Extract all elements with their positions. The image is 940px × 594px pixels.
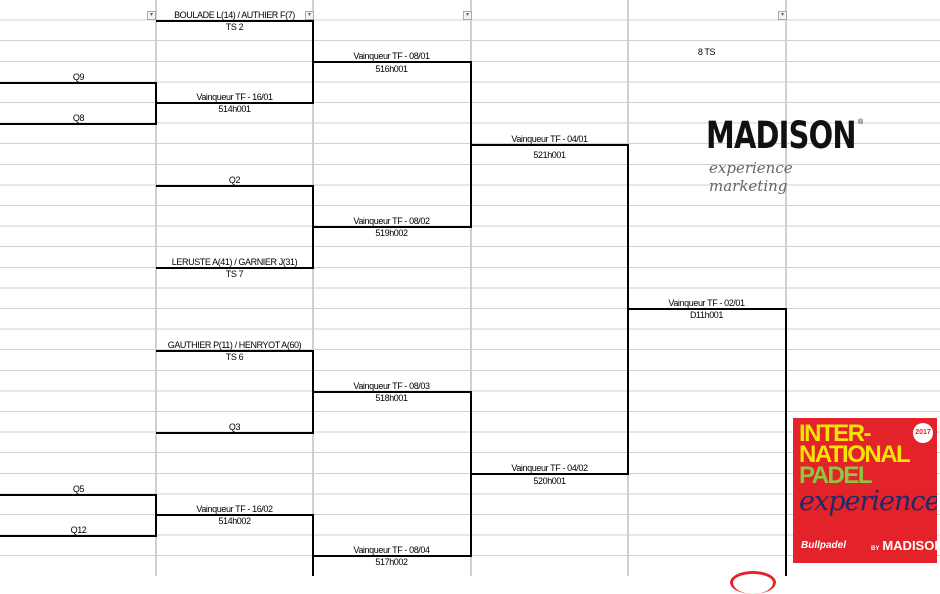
match-code[interactable]: D11h001 [689, 310, 724, 320]
bracket-line [313, 555, 472, 557]
match-code[interactable]: 517h002 [375, 557, 408, 567]
filter-dropdown-button[interactable]: ▾ [463, 11, 472, 20]
madison-logo: MADISON ® experience marketing [706, 113, 863, 195]
bracket-connector [312, 20, 314, 104]
bracket-connector [155, 82, 157, 125]
madison-tagline: experience marketing [709, 159, 793, 195]
team-label[interactable]: Q12 [70, 525, 87, 535]
ipe-line2: NATIONAL [799, 441, 911, 468]
year-badge: 2017 [913, 423, 933, 443]
bracket-line [0, 535, 157, 537]
bracket-line [0, 82, 157, 84]
madison-label: MADISON [882, 538, 937, 553]
bracket-connector [312, 514, 314, 576]
team-label[interactable]: Q9 [72, 72, 85, 82]
team-label[interactable]: Q5 [72, 484, 85, 494]
bracket-line [313, 391, 472, 393]
bracket-line [628, 308, 787, 310]
bracket-line [156, 185, 314, 187]
match-code[interactable]: 514h001 [218, 104, 251, 114]
team-label[interactable]: Vainqueur TF - 04/01 [511, 134, 588, 144]
bracket-connector [627, 144, 629, 475]
bracket-line [0, 123, 157, 125]
seed-label[interactable]: TS 7 [225, 269, 244, 279]
match-code[interactable]: 520h001 [533, 476, 566, 486]
ipe-logo: INTER- NATIONAL PADEL experience 2017 Bu… [793, 418, 937, 563]
ipe-line1: INTER- [799, 420, 872, 447]
bracket-line [156, 350, 314, 352]
ipe-line4: experience [799, 486, 937, 517]
match-code[interactable]: 514h002 [218, 516, 251, 526]
ipe-line3: PADEL [799, 462, 873, 489]
bracket-line [156, 432, 314, 434]
bracket-line [313, 226, 472, 228]
team-label[interactable]: LERUSTE A(41) / GARNIER J(31) [171, 257, 298, 267]
by-label: BY [871, 546, 880, 552]
bracket-line [313, 61, 472, 63]
seed-label[interactable]: TS 6 [225, 352, 244, 362]
bracket-connector [470, 61, 472, 228]
team-label[interactable]: Q2 [228, 175, 241, 185]
team-label[interactable]: Vainqueur TF - 04/02 [511, 463, 588, 473]
filter-dropdown-button[interactable]: ▾ [778, 11, 787, 20]
match-code[interactable]: 521h001 [533, 150, 566, 160]
bracket-line [471, 144, 629, 146]
red-arc-logo-fragment [730, 571, 776, 594]
filter-dropdown-button[interactable]: ▾ [147, 11, 156, 20]
team-label[interactable]: Vainqueur TF - 08/01 [353, 51, 430, 61]
registered-mark: ® [858, 119, 864, 126]
bracket-line [156, 102, 314, 104]
bracket-connector [470, 391, 472, 557]
bracket-line [471, 473, 629, 475]
match-code[interactable]: 519h002 [375, 228, 408, 238]
team-label[interactable]: GAUTHIER P(11) / HENRYOT A(60) [167, 340, 302, 350]
team-label[interactable]: Q8 [72, 113, 85, 123]
by-madison: BYMADISON [871, 538, 937, 553]
match-code[interactable]: 516h001 [375, 64, 408, 74]
match-code[interactable]: 518h001 [375, 393, 408, 403]
bracket-connector [312, 185, 314, 269]
bracket-connector [312, 350, 314, 434]
header-note[interactable]: 8 TS [697, 47, 716, 57]
team-label[interactable]: Vainqueur TF - 08/04 [353, 545, 430, 555]
bracket-connector [155, 494, 157, 537]
bracket-line [156, 267, 314, 269]
bracket-line [0, 494, 157, 496]
seed-label[interactable]: TS 2 [225, 22, 244, 32]
bracket-line [156, 514, 314, 516]
team-label[interactable]: BOULADE L(14) / AUTHIER F(7) [174, 10, 295, 20]
team-label[interactable]: Vainqueur TF - 16/01 [196, 92, 273, 102]
filter-dropdown-button[interactable]: ▾ [305, 11, 314, 20]
bracket-line [156, 20, 314, 22]
team-label[interactable]: Vainqueur TF - 16/02 [196, 504, 273, 514]
madison-brand: MADISON [706, 114, 857, 157]
team-label[interactable]: Vainqueur TF - 08/02 [353, 216, 430, 226]
bracket-connector [785, 308, 787, 576]
team-label[interactable]: Vainqueur TF - 08/03 [353, 381, 430, 391]
team-label[interactable]: Q3 [228, 422, 241, 432]
bullpadel-logo: Bullpadel [801, 540, 847, 551]
team-label[interactable]: Vainqueur TF - 02/01 [668, 298, 745, 308]
